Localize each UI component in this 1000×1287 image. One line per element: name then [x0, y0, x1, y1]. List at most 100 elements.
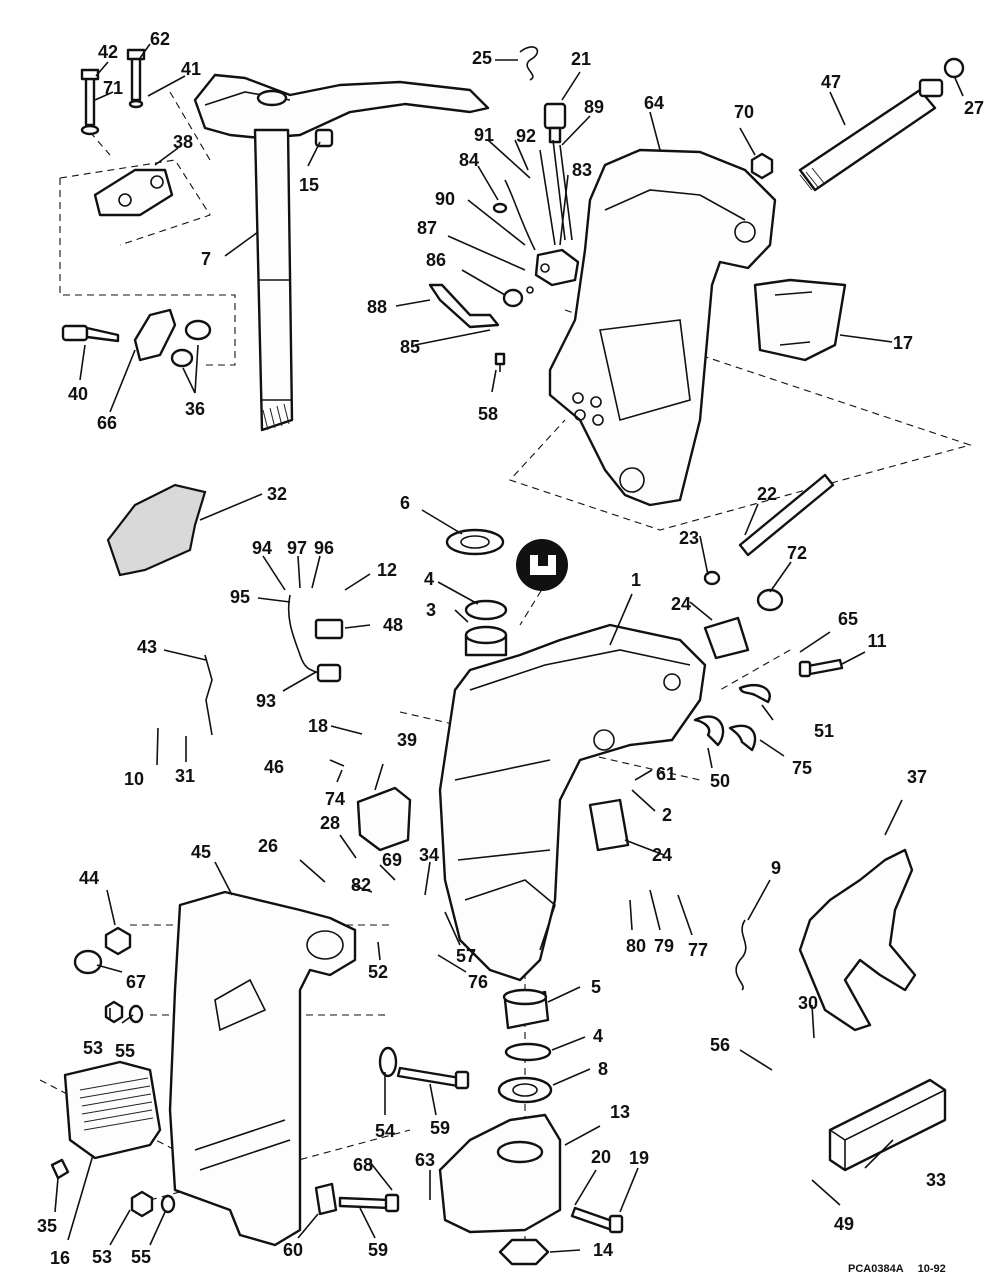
callout-86: 86 [425, 250, 447, 270]
callout-92: 92 [515, 126, 537, 146]
callout-39: 39 [396, 730, 418, 750]
callout-38: 38 [172, 132, 194, 152]
callout-51: 51 [813, 721, 835, 741]
callout-17: 17 [892, 333, 914, 353]
callout-41: 41 [180, 59, 202, 79]
callout-12: 12 [376, 560, 398, 580]
callout-64: 64 [643, 93, 665, 113]
callout-33: 33 [925, 1170, 947, 1190]
clamp-bracket [50, 890, 357, 1247]
callout-44: 44 [78, 868, 100, 888]
callout-55-lower: 55 [130, 1247, 152, 1267]
callout-63: 63 [414, 1150, 436, 1170]
drawing-date: 10-92 [917, 1263, 946, 1275]
callout-26: 26 [257, 836, 279, 856]
callout-59-upper: 59 [429, 1118, 451, 1138]
callout-23: 23 [678, 528, 700, 548]
callout-95: 95 [229, 587, 251, 607]
callout-43: 43 [136, 637, 158, 657]
steering-arm-and-swivel-tube [61, 48, 490, 432]
callout-96: 96 [313, 538, 335, 558]
callout-94: 94 [251, 538, 273, 558]
callout-5: 5 [590, 977, 602, 997]
swivel-bracket [438, 473, 844, 982]
callout-57: 57 [455, 946, 477, 966]
callout-97: 97 [286, 538, 308, 558]
callout-46: 46 [263, 757, 285, 777]
callout-31: 31 [174, 766, 196, 786]
callout-15: 15 [298, 175, 320, 195]
callout-8: 8 [597, 1059, 609, 1079]
callout-20: 20 [590, 1147, 612, 1167]
callout-27: 27 [963, 98, 985, 118]
callout-76: 76 [467, 972, 489, 992]
callout-49: 49 [833, 1214, 855, 1234]
callout-45: 45 [190, 842, 212, 862]
callout-4-lower: 4 [592, 1026, 604, 1046]
callout-54: 54 [374, 1121, 396, 1141]
callout-87: 87 [416, 218, 438, 238]
callout-55-upper: 55 [114, 1041, 136, 1061]
callout-13: 13 [609, 1102, 631, 1122]
callout-85: 85 [399, 337, 421, 357]
callout-80: 80 [625, 936, 647, 956]
callout-52: 52 [367, 962, 389, 982]
callout-91: 91 [473, 125, 495, 145]
callout-67: 67 [125, 972, 147, 992]
callout-77: 77 [687, 940, 709, 960]
callout-25: 25 [471, 48, 493, 68]
callout-6: 6 [399, 493, 411, 513]
callout-18: 18 [307, 716, 329, 736]
callout-71: 71 [102, 78, 124, 98]
callout-61: 61 [655, 764, 677, 784]
electrical-components [106, 483, 344, 736]
callout-36: 36 [184, 399, 206, 419]
callout-79: 79 [653, 936, 675, 956]
callout-74: 74 [324, 789, 346, 809]
callout-88: 88 [366, 297, 388, 317]
callout-42: 42 [97, 42, 119, 62]
callout-56: 56 [709, 1035, 731, 1055]
lower-assembly [314, 786, 947, 1266]
callout-69: 69 [381, 850, 403, 870]
callout-34: 34 [418, 845, 440, 865]
callout-90: 90 [434, 189, 456, 209]
callout-1: 1 [630, 570, 642, 590]
callout-32: 32 [266, 484, 288, 504]
callout-24-lower: 24 [651, 845, 673, 865]
callout-10: 10 [123, 769, 145, 789]
callout-82: 82 [350, 875, 372, 895]
callout-48: 48 [382, 615, 404, 635]
stern-bracket [548, 57, 965, 507]
callout-66: 66 [96, 413, 118, 433]
callout-40: 40 [67, 384, 89, 404]
callout-19: 19 [628, 1148, 650, 1168]
callout-60: 60 [282, 1240, 304, 1260]
tilt-lock-linkage [428, 46, 580, 372]
callout-50: 50 [709, 771, 731, 791]
callout-7: 7 [200, 249, 212, 269]
callout-24-upper: 24 [670, 594, 692, 614]
callout-35: 35 [36, 1216, 58, 1236]
callout-84: 84 [458, 150, 480, 170]
callout-89: 89 [583, 97, 605, 117]
callout-53-upper: 53 [82, 1038, 104, 1058]
callout-83: 83 [571, 160, 593, 180]
callout-93: 93 [255, 691, 277, 711]
callout-75: 75 [791, 758, 813, 778]
leader-lines [54, 43, 964, 1253]
callout-47: 47 [820, 72, 842, 92]
callout-53-lower: 53 [91, 1247, 113, 1267]
callout-30: 30 [797, 993, 819, 1013]
callout-16: 16 [49, 1248, 71, 1268]
callout-28: 28 [319, 813, 341, 833]
callout-68: 68 [352, 1155, 374, 1175]
callout-2: 2 [661, 805, 673, 825]
callout-37: 37 [906, 767, 928, 787]
callout-9: 9 [770, 858, 782, 878]
callout-72: 72 [786, 543, 808, 563]
callout-58: 58 [477, 404, 499, 424]
